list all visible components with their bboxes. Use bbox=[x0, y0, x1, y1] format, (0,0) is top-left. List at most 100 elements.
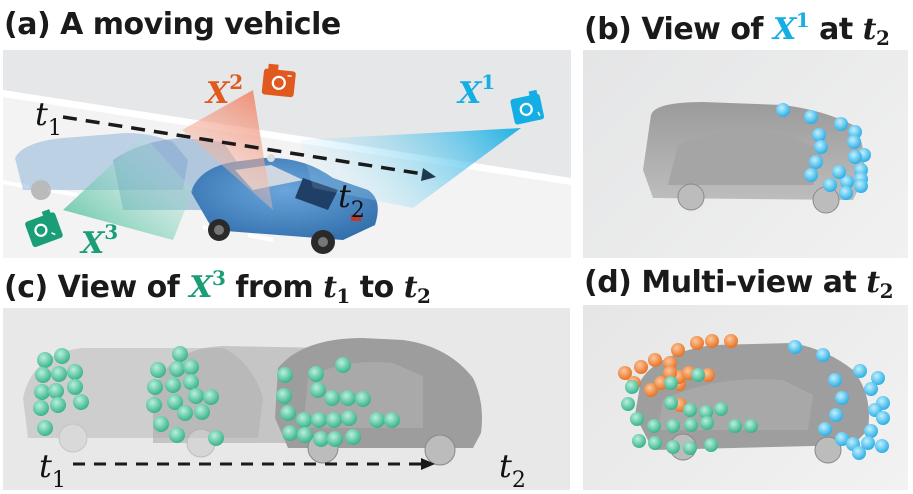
panel-b-title: (b) View of X1 at t2 bbox=[584, 10, 890, 48]
label-sup: 1 bbox=[481, 70, 496, 94]
trajectory-arrowhead bbox=[421, 458, 435, 470]
point-blue bbox=[875, 439, 889, 453]
panel-c-title-mid2: to bbox=[349, 270, 404, 305]
time-sub: 2 bbox=[417, 284, 431, 308]
point-green bbox=[313, 431, 329, 447]
point-green bbox=[327, 431, 343, 447]
panel-b-cam-symbol: X1 bbox=[772, 10, 810, 47]
panel-b-illustration bbox=[643, 102, 871, 214]
point-orange bbox=[634, 360, 648, 374]
point-green bbox=[625, 380, 639, 394]
point-blue bbox=[818, 422, 832, 436]
camera-icon bbox=[510, 89, 545, 125]
point-blue bbox=[834, 117, 848, 131]
cam-base: X bbox=[189, 270, 213, 305]
camera-x2 bbox=[259, 60, 301, 102]
point-green bbox=[335, 357, 351, 373]
point-green bbox=[664, 376, 678, 390]
point-orange bbox=[663, 356, 677, 370]
panel-c-points bbox=[33, 346, 400, 447]
label-base: X bbox=[458, 76, 482, 111]
point-blue bbox=[823, 178, 837, 192]
camera-icon bbox=[25, 209, 63, 248]
point-green bbox=[728, 419, 742, 433]
point-blue bbox=[840, 175, 854, 189]
point-orange bbox=[618, 366, 632, 380]
panel-c-title-text: (c) View of bbox=[4, 270, 190, 305]
point-green bbox=[632, 434, 646, 448]
point-green bbox=[326, 412, 342, 428]
point-green bbox=[183, 374, 199, 390]
point-green bbox=[341, 410, 357, 426]
camera-x2-label: X2 bbox=[206, 72, 243, 109]
point-green bbox=[67, 364, 83, 380]
point-green bbox=[169, 361, 185, 377]
point-green bbox=[630, 412, 644, 426]
point-green bbox=[188, 388, 204, 404]
panel-c-view: t1 t2 bbox=[3, 308, 570, 490]
point-green bbox=[54, 348, 70, 364]
panel-d-points bbox=[618, 334, 890, 460]
point-blue bbox=[828, 373, 842, 387]
point-green bbox=[167, 394, 183, 410]
label-sup: 2 bbox=[229, 70, 244, 94]
panel-c-cam-symbol: X3 bbox=[189, 268, 226, 305]
point-green bbox=[67, 379, 83, 395]
camera-x1 bbox=[507, 87, 550, 130]
point-green bbox=[183, 359, 199, 375]
point-green bbox=[648, 436, 662, 450]
cam-base: X bbox=[772, 12, 796, 47]
point-blue bbox=[812, 128, 826, 142]
time-t1-label: t1 bbox=[39, 450, 66, 490]
point-green bbox=[37, 420, 53, 436]
point-green bbox=[384, 412, 400, 428]
time-t2-label: t2 bbox=[499, 450, 526, 490]
panel-a-title: (a) A moving vehicle bbox=[4, 10, 341, 40]
point-green bbox=[684, 418, 698, 432]
point-green bbox=[73, 394, 89, 410]
point-green bbox=[647, 419, 661, 433]
time-base: t bbox=[323, 270, 337, 305]
point-green bbox=[369, 412, 385, 428]
t-base: t bbox=[338, 177, 351, 215]
time-sub: 1 bbox=[336, 284, 350, 308]
point-orange bbox=[690, 336, 704, 350]
point-blue bbox=[864, 382, 878, 396]
point-green bbox=[621, 397, 635, 411]
point-green bbox=[48, 383, 64, 399]
camera3-frustum bbox=[63, 135, 193, 240]
point-orange bbox=[654, 376, 668, 390]
panel-d-title-text: (d) Multi-view at bbox=[584, 265, 867, 300]
point-blue bbox=[804, 110, 818, 124]
camera-x3 bbox=[20, 203, 69, 252]
point-green bbox=[714, 402, 728, 416]
gray-car-b bbox=[643, 102, 865, 214]
point-green bbox=[50, 397, 66, 413]
point-blue bbox=[876, 411, 890, 425]
point-green bbox=[744, 419, 758, 433]
label-base: X bbox=[206, 76, 230, 111]
panel-d-title: (d) Multi-view at t2 bbox=[584, 265, 894, 302]
t-sub: 2 bbox=[350, 198, 365, 223]
point-blue bbox=[816, 348, 830, 362]
panel-c-time2-symbol: t2 bbox=[404, 270, 431, 308]
point-blue bbox=[871, 371, 885, 385]
t-base: t bbox=[35, 95, 48, 133]
point-green bbox=[311, 412, 327, 428]
camera1-frustum bbox=[300, 128, 521, 208]
point-blue bbox=[809, 155, 823, 169]
camera2-frustum bbox=[182, 90, 273, 210]
camera-x1-label: X1 bbox=[458, 72, 495, 109]
label-base: X bbox=[81, 226, 105, 259]
point-green bbox=[277, 367, 293, 383]
point-blue bbox=[848, 150, 862, 164]
time-base: t bbox=[862, 12, 877, 47]
point-green bbox=[683, 403, 697, 417]
panel-b-title-mid: at bbox=[809, 12, 863, 47]
camera-icon bbox=[261, 63, 296, 98]
point-green bbox=[208, 430, 224, 446]
point-green bbox=[297, 427, 313, 443]
point-green bbox=[700, 416, 714, 430]
point-blue bbox=[864, 424, 878, 438]
point-green bbox=[324, 390, 340, 406]
